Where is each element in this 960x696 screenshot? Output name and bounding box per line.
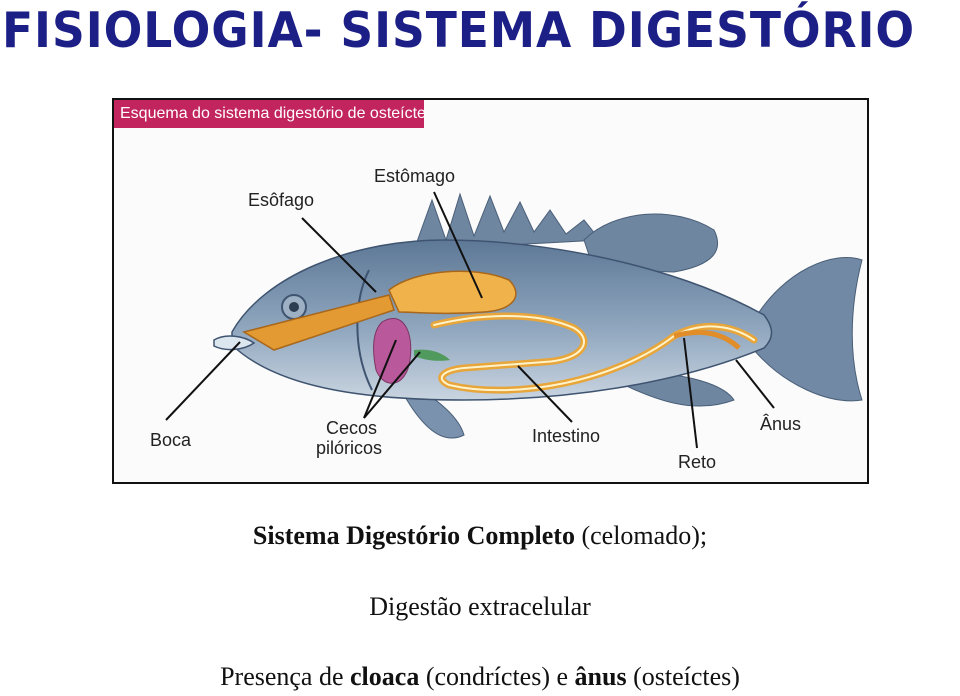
page-title: FISIOLOGIA- SISTEMA DIGESTÓRIO <box>2 2 916 59</box>
caption-line-3: Presença de cloaca (condríctes) e ânus (… <box>0 662 960 692</box>
caption-3-a: Presença de <box>220 662 351 691</box>
caption-3-cloaca: cloaca <box>350 662 420 691</box>
fish-illustration <box>165 191 863 449</box>
caption-line-2: Digestão extracelular <box>369 592 591 621</box>
caption-1-bold: Sistema Digestório Completo <box>252 521 575 550</box>
label-anus: Ânus <box>760 414 802 434</box>
dorsal-fin <box>413 192 601 251</box>
label-estomago: Estômago <box>374 166 456 186</box>
mouth <box>213 335 256 351</box>
esophagus-organ <box>242 294 395 351</box>
rectum-organ <box>673 329 741 350</box>
pointer-lines <box>165 191 775 449</box>
label-intestino: Intestino <box>532 426 601 446</box>
gallbladder <box>414 349 450 361</box>
fish-diagram: Esquema do sistema digestório de osteíct… <box>112 98 869 484</box>
caption-1-rest: (celomado); <box>574 521 708 550</box>
caption-3-c: (condríctes) e <box>419 662 575 691</box>
label-piloricos: pilóricos <box>316 438 383 458</box>
label-boca: Boca <box>150 430 192 450</box>
caption-3-anus: ânus <box>574 662 627 691</box>
tail-fin <box>753 257 863 402</box>
label-esofago: Esôfago <box>248 190 315 210</box>
label-cecos: Cecos <box>326 418 378 438</box>
diagram-banner: Esquema do sistema digestório de osteíct… <box>114 100 426 128</box>
soft-dorsal-fin <box>583 213 719 273</box>
label-reto: Reto <box>678 452 717 472</box>
caption-line-1: Sistema Digestório Completo (celomado); <box>0 521 960 551</box>
caption-3-e: (osteíctes) <box>626 662 740 691</box>
stomach-organ <box>388 270 517 315</box>
